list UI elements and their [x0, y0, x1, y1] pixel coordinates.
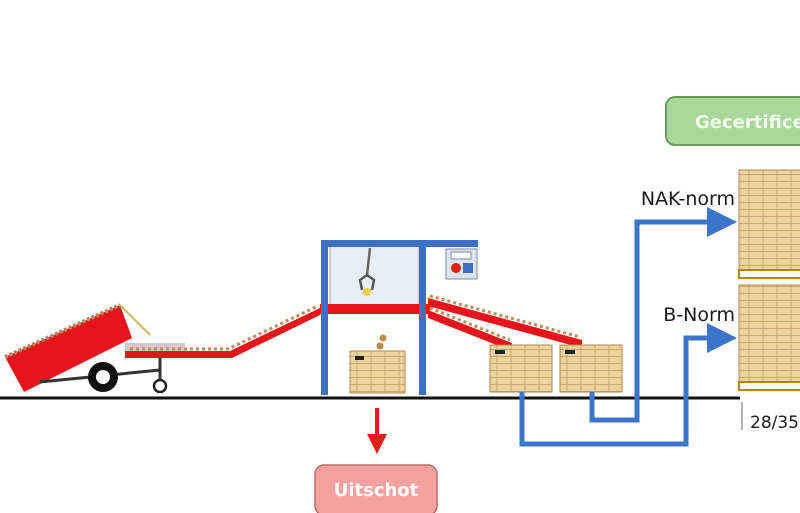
nak-norm-pallet-stack [738, 169, 800, 279]
tipping-trailer [4, 303, 168, 394]
reject-label: Uitschot [334, 480, 419, 501]
gripper-icon [358, 273, 376, 291]
nak-norm-flow-arrow [589, 207, 737, 423]
reject-crate [349, 334, 406, 394]
certified-label-box: Gecertifice [665, 96, 800, 146]
sorting-machine [320, 240, 478, 395]
crate-2 [559, 344, 623, 393]
wheel-icon [152, 378, 168, 394]
b-norm-label: B-Norm [663, 304, 735, 326]
output-conveyors [428, 294, 582, 351]
page-number: 28/35 [750, 413, 799, 433]
control-panel [445, 248, 478, 280]
nak-norm-label: NAK-norm [641, 188, 735, 210]
b-norm-pallet-stack [738, 284, 800, 391]
b-norm-flow-arrow [519, 323, 737, 447]
input-conveyor [125, 304, 320, 358]
certified-label: Gecertifice [695, 112, 800, 133]
reject-label-box: Uitschot [314, 464, 438, 513]
crate-1 [489, 344, 553, 393]
